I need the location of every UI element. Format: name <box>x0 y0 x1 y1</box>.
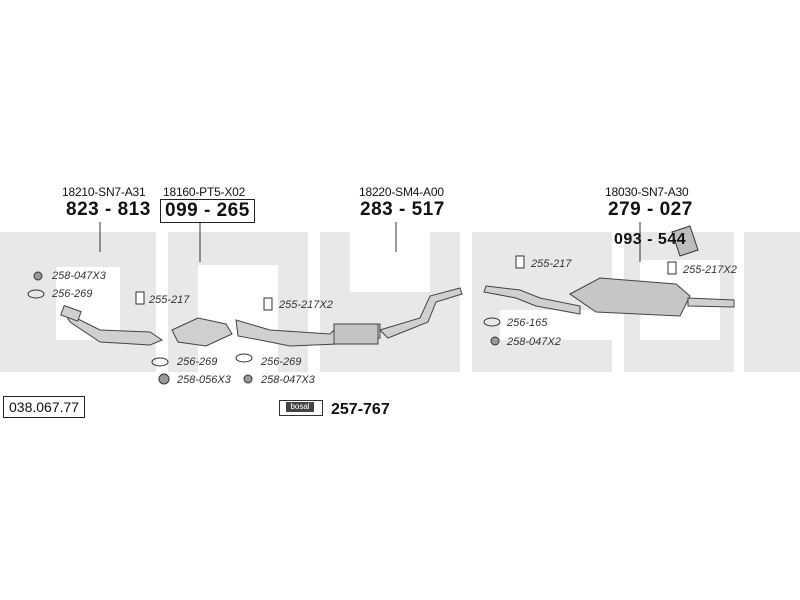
small-part-label[interactable]: 256-165 <box>507 317 548 329</box>
small-part-label[interactable]: 255-217X2 <box>683 264 737 276</box>
middle-pipe <box>235 287 463 347</box>
part-number-1[interactable]: 823 - 813 <box>66 199 151 220</box>
small-part-label[interactable]: 258-047X2 <box>507 336 561 348</box>
small-part-label[interactable]: 255-217 <box>149 294 190 306</box>
oem-code-1: 18210-SN7-A31 <box>62 185 146 199</box>
part-number-3[interactable]: 283 - 517 <box>360 199 445 220</box>
reference-number: 038.067.77 <box>3 396 86 418</box>
small-part-label[interactable]: 255-217X2 <box>279 299 333 311</box>
oem-code-2: 18160-PT5-X02 <box>163 185 246 199</box>
small-part-label[interactable]: 255-217 <box>531 258 572 270</box>
hanger-bracket <box>671 225 699 257</box>
rear-silencer <box>483 277 735 317</box>
bosal-logo-text: bosal <box>286 402 314 412</box>
part-number-2[interactable]: 099 - 265 <box>160 199 255 223</box>
leader-lines <box>99 222 641 262</box>
small-part-label[interactable]: 256-269 <box>261 356 302 368</box>
oem-code-3: 18220-SM4-A00 <box>359 185 444 199</box>
front-pipe <box>60 304 164 346</box>
mounting-kit-number[interactable]: 257-767 <box>331 401 390 418</box>
extra-part-number[interactable]: 093 - 544 <box>614 231 687 248</box>
small-part-label[interactable]: 256-269 <box>177 356 218 368</box>
oem-code-4: 18030-SN7-A30 <box>605 185 689 199</box>
small-part-label[interactable]: 258-047X3 <box>261 374 315 386</box>
small-part-label[interactable]: 258-047X3 <box>52 270 106 282</box>
part-number-4[interactable]: 279 - 027 <box>608 199 693 220</box>
small-part-label[interactable]: 258-056X3 <box>177 374 231 386</box>
small-part-icons <box>27 255 677 385</box>
small-part-label[interactable]: 256-269 <box>52 288 93 300</box>
catalytic-converter <box>171 317 233 347</box>
bosal-logo-badge: bosal <box>279 400 323 416</box>
